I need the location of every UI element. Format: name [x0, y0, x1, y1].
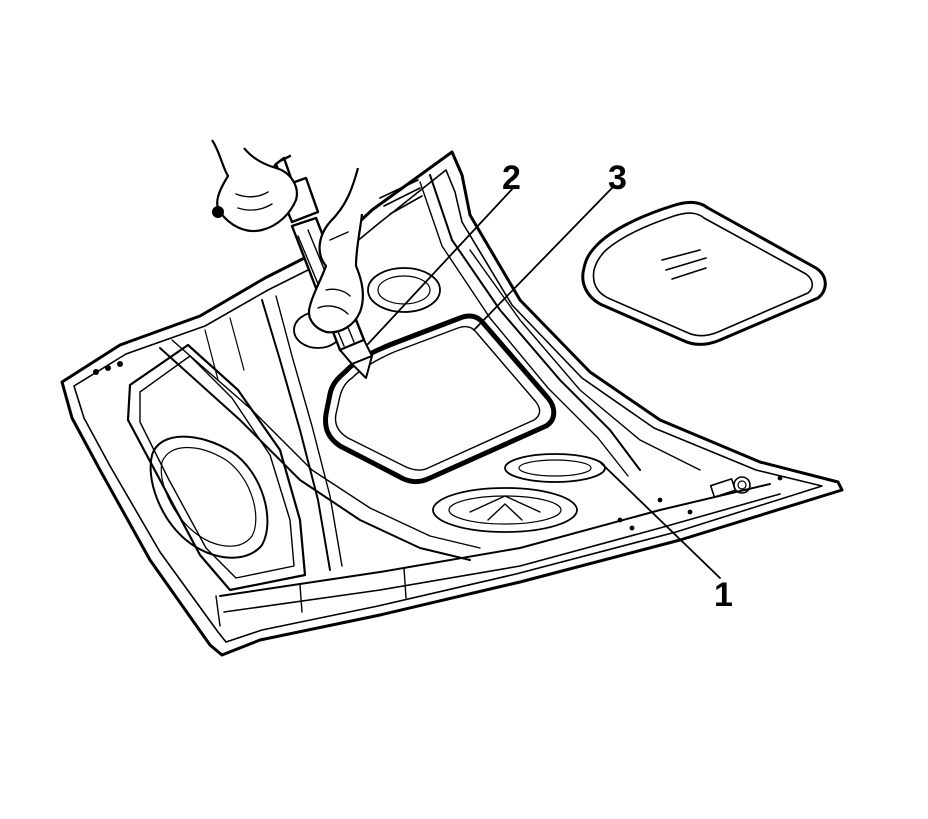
- leader-line-1: [599, 461, 721, 579]
- leader-lines: [367, 185, 721, 579]
- callout-label-2: 2: [502, 159, 521, 197]
- leader-line-3: [473, 187, 613, 331]
- callout-label-3: 3: [608, 159, 627, 197]
- leader-line-2: [367, 185, 516, 345]
- window-pane: [581, 200, 827, 346]
- upper-hand: [211, 139, 298, 233]
- hood-inner-panel: [60, 150, 844, 657]
- callout-label-1: 1: [714, 576, 733, 614]
- sealant-bead: [323, 313, 557, 485]
- lower-hand: [307, 167, 365, 334]
